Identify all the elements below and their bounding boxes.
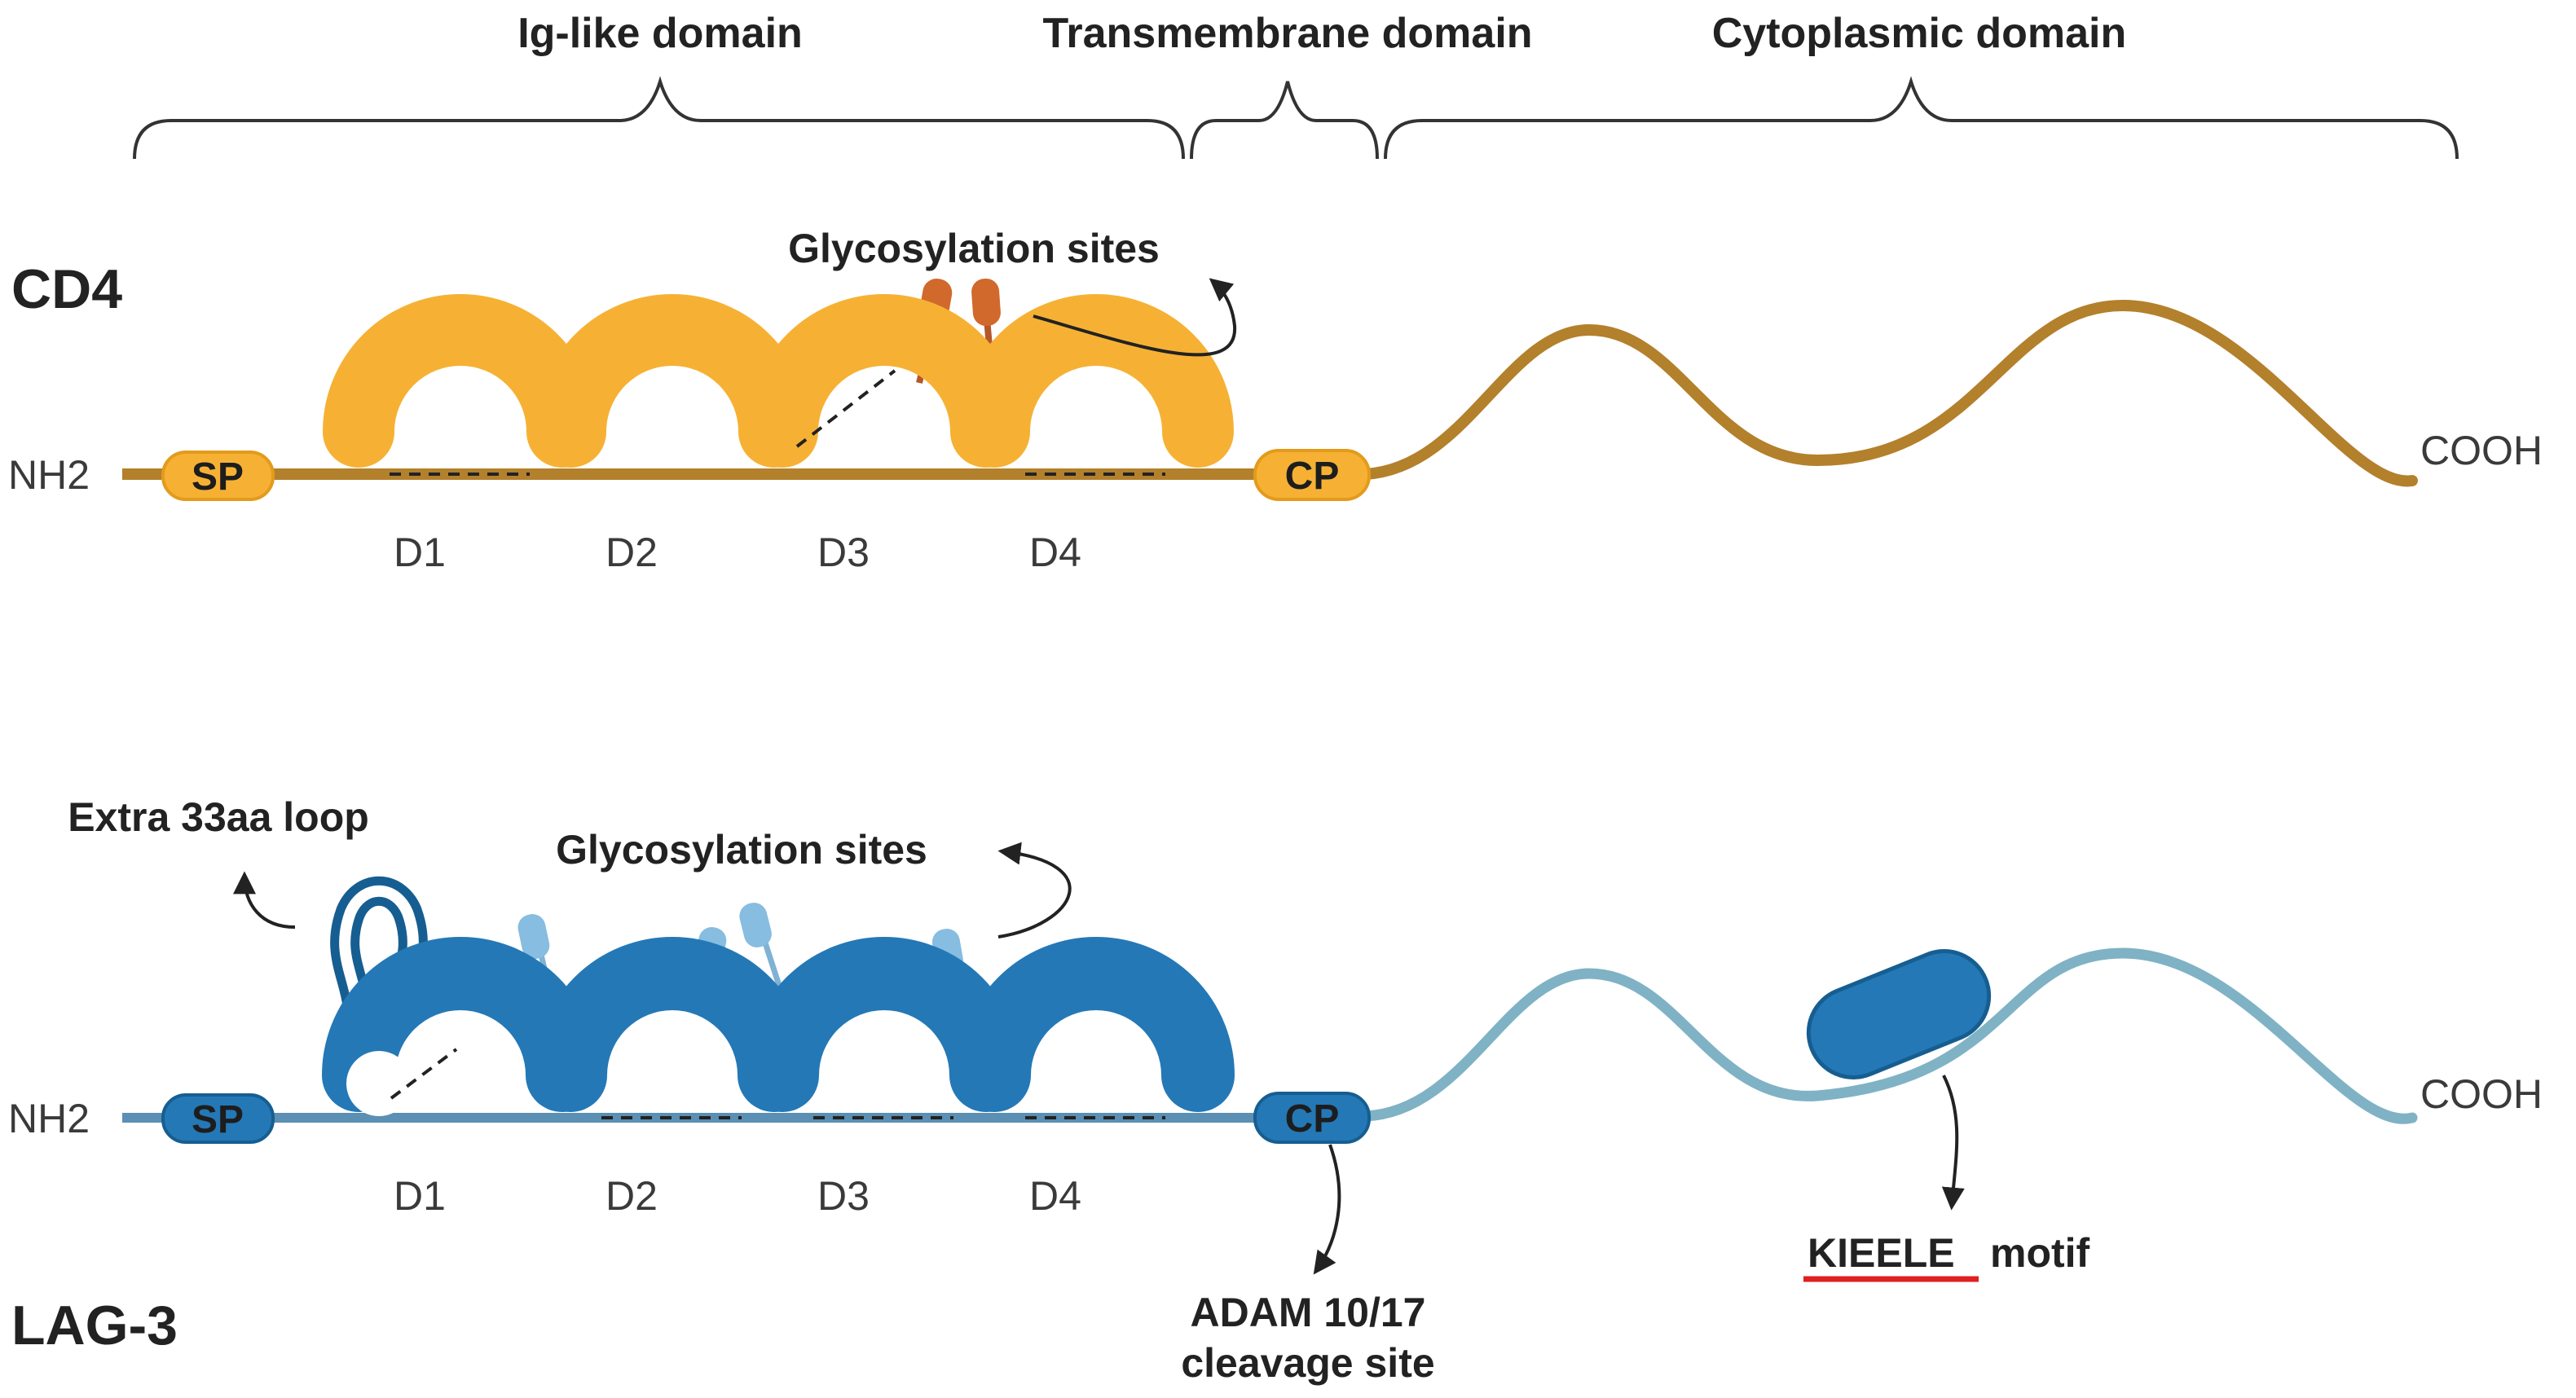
cd4-cytoplasmic-tail (1359, 299, 2418, 487)
cd4-domain-d2 (535, 294, 810, 468)
cd4-d2-label: D2 (605, 530, 658, 575)
lag3-domain-d2 (534, 937, 811, 1119)
cd4-d1-label: D1 (394, 530, 446, 575)
lag3-domain-d3 (746, 937, 1023, 1119)
ig-like-domain-label: Ig-like domain (517, 10, 803, 57)
cd4-glycosylation-arrow (1033, 278, 1237, 357)
cd4-domain-d1 (323, 294, 598, 476)
lag3-cp-label: CP (1285, 1097, 1340, 1141)
lag3-cytoplasmic-tail (1359, 947, 2418, 1124)
cd4-sp-label: SP (192, 455, 244, 499)
lag3-kieele-label: KIEELE (1808, 1230, 1955, 1276)
lag3-domain-d1 (322, 937, 599, 1116)
cd4-glycosylation-label: Glycosylation sites (788, 226, 1160, 271)
lag3-nh2-label: NH2 (8, 1096, 90, 1141)
transmembrane-brace (1190, 81, 1379, 160)
lag3-glycosylation-label: Glycosylation sites (556, 827, 927, 873)
lag3-motif-label: motif (1990, 1230, 2090, 1276)
cd4-sp-pill (161, 451, 275, 501)
lag3-d3-label: D3 (817, 1173, 870, 1219)
lag3-adam-arrow (1313, 1144, 1341, 1275)
lag3-sp-pill (161, 1093, 275, 1144)
lag3-cp-pill (1253, 1092, 1371, 1144)
cd4-d4-label: D4 (1029, 530, 1081, 575)
cd4-domain-d4 (958, 294, 1234, 476)
lag3-domain-d4 (958, 937, 1235, 1119)
lag3-extra-loop-label: Extra 33aa loop (68, 794, 369, 840)
ig-like-brace (133, 76, 1185, 160)
lag3-adam-line2: cleavage site (1181, 1340, 1434, 1386)
cd4-nh2-label: NH2 (8, 452, 90, 498)
lag3-glycosylation-arrow (997, 842, 1072, 939)
cd4-diagram: CD4 SP CP (8, 226, 2543, 575)
lag3-adam-line1: ADAM 10/17 (1191, 1290, 1426, 1335)
lag3-cooh-label: COOH (2420, 1071, 2543, 1117)
lag3-sp-label: SP (192, 1098, 244, 1141)
transmembrane-domain-label: Transmembrane domain (1042, 10, 1532, 57)
lag3-extra-loop-arrow (233, 871, 296, 929)
lag3-kieele-capsule (1806, 949, 1992, 1079)
cd4-title: CD4 (11, 258, 122, 320)
lag3-d2-label: D2 (605, 1173, 658, 1219)
lag3-diagram: LAG-3 (8, 794, 2543, 1386)
cytoplasmic-brace (1384, 76, 2459, 160)
lag3-kieele-arrow (1941, 1075, 1965, 1211)
lag3-d4-label: D4 (1029, 1173, 1081, 1219)
lag3-d1-label: D1 (394, 1173, 446, 1219)
cytoplasmic-domain-label: Cytoplasmic domain (1712, 10, 2127, 57)
lag3-title: LAG-3 (11, 1295, 178, 1356)
cd4-cp-label: CP (1285, 455, 1340, 498)
cd4-cooh-label: COOH (2420, 428, 2543, 473)
domain-braces (133, 76, 2459, 160)
cd4-d3-label: D3 (817, 530, 870, 575)
cd4-cp-pill (1253, 449, 1371, 501)
cd4-domain-d3 (746, 294, 1022, 468)
